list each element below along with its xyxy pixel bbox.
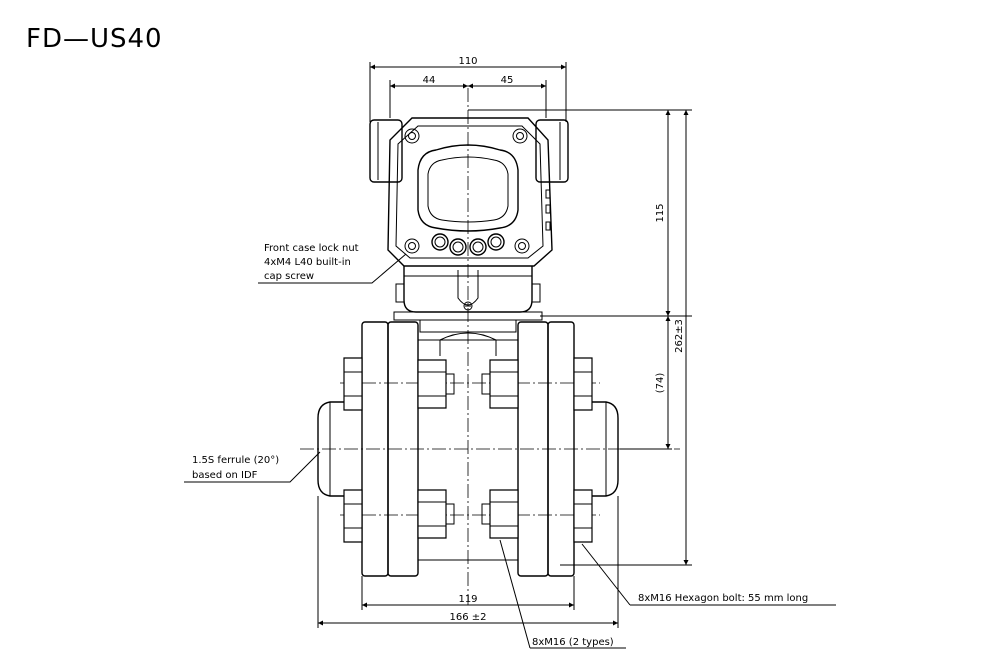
dim-height-upper: 115 — [655, 203, 666, 222]
leaders — [184, 253, 836, 649]
dim-overall-width: 166 ±2 — [449, 612, 486, 623]
note-nut: 8xM16 (2 types) — [532, 637, 614, 648]
dimension-lines — [317, 62, 692, 628]
transmitter-head — [369, 117, 569, 333]
dim-height-total: 262±3 — [674, 319, 685, 353]
centerlines — [300, 88, 680, 605]
dim-flange-width: 119 — [458, 594, 477, 605]
corner-screws — [404, 128, 530, 254]
right-ferrule — [574, 401, 619, 497]
note-lock-nut-1: Front case lock nut — [264, 243, 359, 254]
dim-height-mid: (74) — [655, 373, 666, 394]
keypad-buttons — [431, 233, 505, 256]
lcd-window — [417, 144, 519, 232]
left-ferrule — [317, 401, 362, 497]
hex-bolt-heads — [343, 357, 593, 543]
inner-nuts — [417, 359, 519, 539]
note-hex-bolt: 8xM16 Hexagon bolt: 55 mm long — [638, 593, 808, 604]
note-lock-nut-3: cap screw — [264, 271, 314, 282]
note-ferrule-2: based on IDF — [192, 470, 258, 481]
dim-left-half: 44 — [423, 75, 436, 86]
flange-assembly — [317, 321, 619, 577]
drawing-title: FD—US40 — [26, 24, 163, 54]
housing-body — [387, 117, 553, 267]
dim-width-total: 110 — [458, 56, 477, 67]
note-ferrule-1: 1.5S ferrule (20°) — [192, 455, 279, 466]
note-lock-nut-2: 4xM4 L40 built-in — [264, 257, 351, 268]
right-outer-flange — [547, 321, 575, 577]
dim-right-half: 45 — [501, 75, 514, 86]
